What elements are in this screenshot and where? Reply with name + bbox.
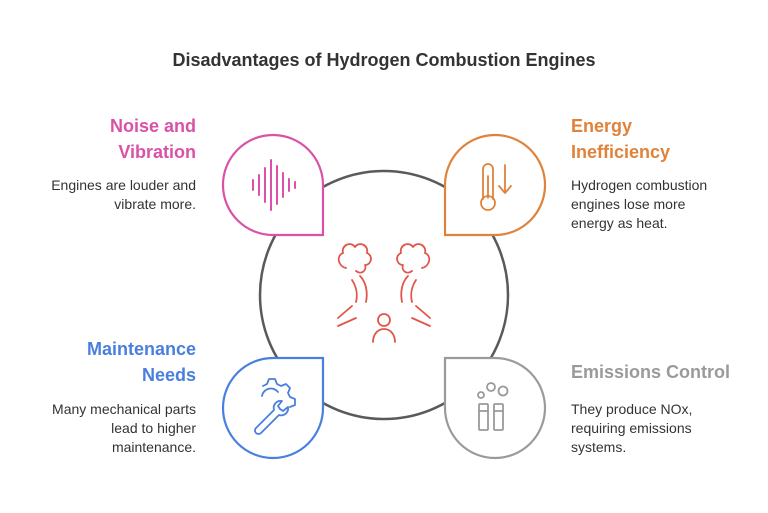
noise-badge bbox=[221, 133, 325, 237]
noise-heading: Noise and Vibration bbox=[36, 113, 196, 165]
noise-desc-line1: Engines are louder and bbox=[51, 177, 196, 193]
maintenance-description: Many mechanical parts lead to higher mai… bbox=[16, 400, 196, 457]
maintenance-heading-line1: Maintenance bbox=[86, 339, 196, 359]
noise-heading-line1: Noise and bbox=[109, 116, 196, 136]
energy-heading-line1: Energy bbox=[571, 116, 633, 136]
emissions-description: They produce NOx, requiring emissions sy… bbox=[571, 400, 756, 457]
energy-desc-line1: Hydrogen combustion bbox=[571, 177, 708, 193]
thermometer-down-icon bbox=[480, 163, 512, 211]
maintenance-heading: Maintenance Needs bbox=[36, 336, 196, 388]
central-ring bbox=[258, 169, 510, 421]
noise-description: Engines are louder and vibrate more. bbox=[16, 176, 196, 214]
page-title: Disadvantages of Hydrogen Combustion Eng… bbox=[172, 50, 596, 70]
gear-wrench-icon bbox=[254, 378, 296, 435]
maintenance-desc-line2: lead to higher bbox=[111, 420, 196, 436]
maintenance-desc-line3: maintenance. bbox=[111, 439, 196, 455]
smokestack-icon bbox=[477, 382, 509, 431]
emissions-desc-line1: They produce NOx, bbox=[571, 401, 693, 417]
sound-wave-icon bbox=[252, 159, 296, 211]
energy-desc-line2: engines lose more bbox=[571, 196, 686, 212]
emissions-heading-line1: Emissions Control bbox=[571, 362, 731, 382]
emissions-desc-line2: requiring emissions bbox=[571, 420, 692, 436]
energy-badge bbox=[443, 133, 547, 237]
maintenance-heading-line2: Needs bbox=[141, 365, 196, 385]
energy-heading-line2: Inefficiency bbox=[571, 142, 671, 162]
energy-heading: Energy Inefficiency bbox=[571, 113, 751, 165]
energy-description: Hydrogen combustion engines lose more en… bbox=[571, 176, 756, 233]
maintenance-desc-line1: Many mechanical parts bbox=[52, 401, 196, 417]
maintenance-badge bbox=[221, 356, 325, 460]
noise-heading-line2: Vibration bbox=[118, 142, 196, 162]
energy-desc-line3: energy as heat. bbox=[571, 215, 668, 231]
emissions-badge bbox=[443, 356, 547, 460]
noise-desc-line2: vibrate more. bbox=[114, 196, 196, 212]
emissions-heading: Emissions Control bbox=[571, 359, 761, 385]
emissions-desc-line3: systems. bbox=[571, 439, 627, 455]
shaking-person-icon bbox=[337, 243, 431, 343]
